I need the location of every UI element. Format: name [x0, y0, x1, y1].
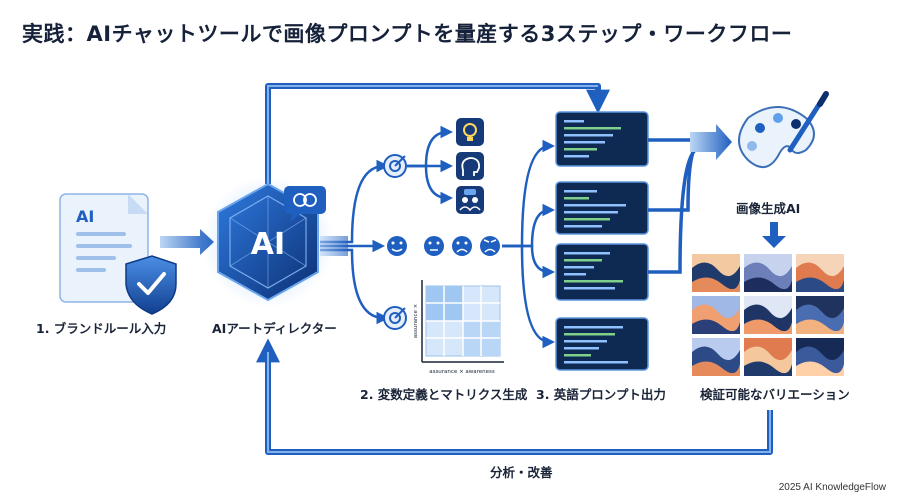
step3-to-image-ai-lines [648, 138, 701, 274]
top-loop-arrow [265, 83, 610, 184]
step2-to-step3-lines [502, 139, 555, 349]
brain-speech-icon [284, 186, 326, 214]
code-window-4 [555, 317, 649, 371]
code-window-2 [555, 181, 649, 235]
label-ai-director: AIアートディレクター [212, 321, 337, 336]
smiley-icon [387, 236, 407, 256]
variation-thumb-6 [796, 296, 844, 334]
variation-thumb-8 [744, 338, 792, 376]
people-chat-icon [456, 186, 484, 214]
variation-thumb-9 [796, 338, 844, 376]
page-title: 実践：AIチャットツールで画像プロンプトを量産する3ステップ・ワークフロー [22, 22, 793, 46]
variable-matrix-grid: assurance × awareness assurance × [413, 280, 504, 375]
doc-ai-badge: AI [76, 207, 94, 226]
variation-thumb-3 [796, 254, 844, 292]
label-feedback: 分析・改善 [490, 465, 553, 480]
label-image-ai: 画像生成AI [736, 201, 801, 216]
footer-credit: 2025 AI KnowledgeFlow [778, 482, 886, 493]
hub-ai-badge: AI [251, 227, 285, 262]
matrix-y-axis-label: assurance × [413, 304, 419, 338]
brand-rules-document-icon: AI [59, 193, 177, 315]
ai-director-hub-icon: AI [202, 176, 334, 308]
variation-thumb-2 [744, 254, 792, 292]
code-window-3 [555, 243, 649, 301]
variations-grid [692, 254, 844, 376]
target-icon-bottom [383, 306, 407, 330]
label-variations: 検証可能なバリエーション [700, 387, 850, 402]
variation-thumb-4 [692, 296, 740, 334]
emotion-face-angry-icon [480, 236, 500, 256]
matrix-x-axis-label: assurance × awareness [429, 369, 495, 375]
image-ai-down-arrow [762, 222, 786, 248]
to-image-ai-arrow [690, 124, 732, 160]
prompt-code-windows [555, 111, 649, 371]
code-window-1 [555, 111, 649, 167]
palette-brush-icon [738, 91, 829, 168]
label-english-prompt: 3. 英語プロンプト出力 [536, 387, 666, 402]
label-variables-matrix: 2. 変数定義とマトリクス生成 [360, 387, 528, 402]
variation-thumb-1 [692, 254, 740, 292]
label-brand-rules: 1. ブランドルール入力 [36, 321, 167, 336]
doc-to-hub-arrow [160, 229, 214, 255]
variation-thumb-5 [744, 296, 792, 334]
emotion-face-sad-icon [452, 236, 472, 256]
variation-thumb-7 [692, 338, 740, 376]
emotion-face-neutral-icon [424, 236, 444, 256]
lightbulb-icon [456, 118, 484, 146]
shield-check-icon [125, 255, 177, 315]
head-profile-icon [456, 152, 484, 180]
target-icon-top [383, 154, 407, 178]
